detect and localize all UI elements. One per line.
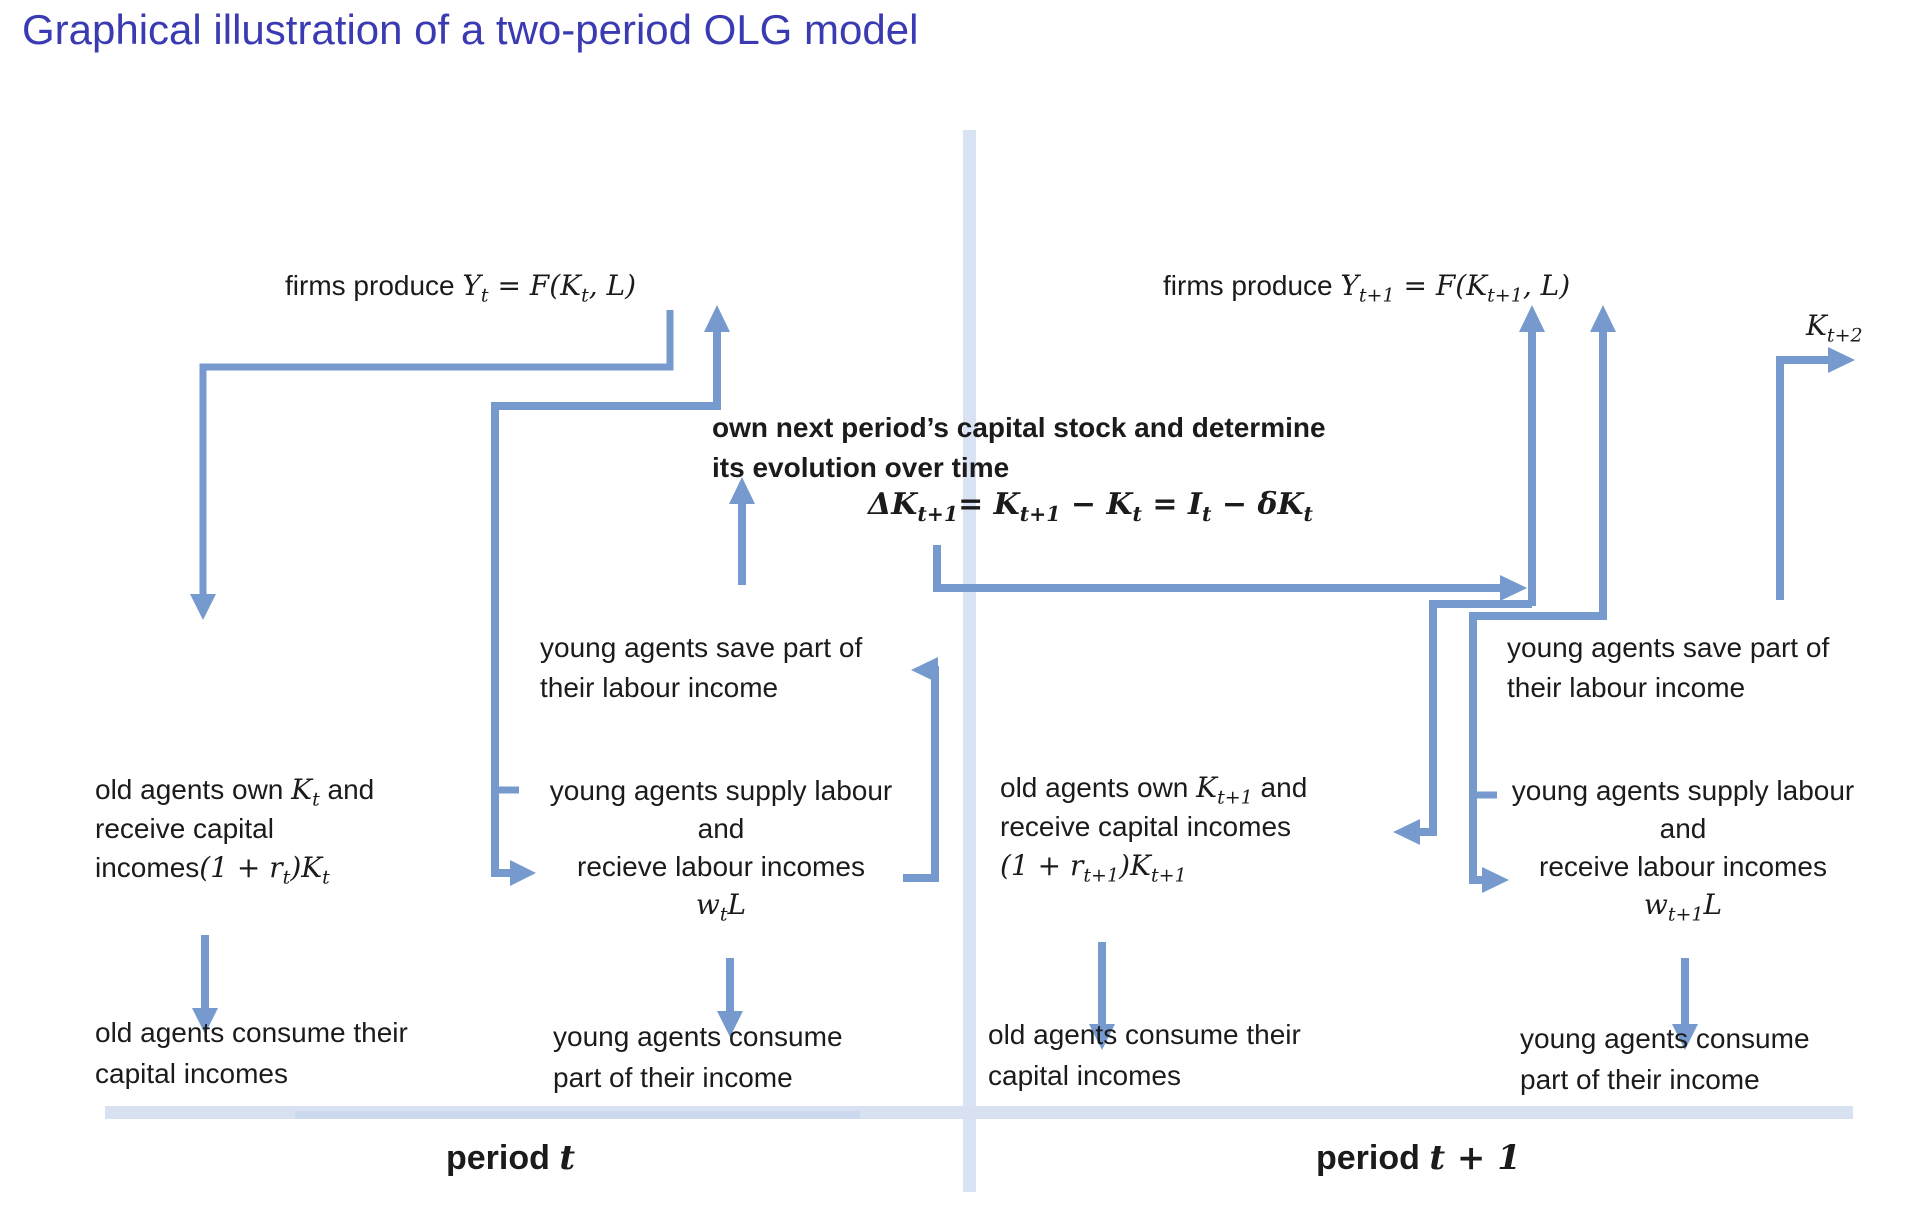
- capital-evolution-equation: ΔKt+1= Kt+1 − Kt = It − δKt: [868, 487, 1313, 526]
- young-supply-t-line3: recieve labour incomes: [577, 851, 865, 882]
- slide-title: Graphical illustration of a two-period O…: [22, 6, 919, 53]
- young-save-t1: young agents save part of their labour i…: [1507, 628, 1829, 708]
- young-supply-t-line4: wtL: [695, 888, 747, 926]
- young-supply-t-line1: young agents supply labour: [549, 775, 893, 806]
- old-agents-own-t1: old agents own Kt+1 and receive capital …: [1000, 768, 1307, 885]
- arrowhead-left-icon: [1393, 819, 1420, 845]
- period-divider-line: [963, 130, 976, 1192]
- k-t2-label: Kt+2: [1806, 309, 1863, 347]
- arrow-old-capital-to-consumption-t: [192, 935, 218, 1034]
- arrowhead-right-icon: [1500, 575, 1527, 601]
- young-supply-t-line2: and: [697, 813, 745, 844]
- young-supply-t1-line3: receive labour incomes: [1539, 851, 1827, 882]
- firms-produce-t: firms produce Yt = F(Kt, L): [285, 269, 637, 307]
- old-agents-own-t1-line3: (1 + rt+1)Kt+1: [1000, 849, 1187, 887]
- old-agents-own-t: old agents own Kt and receive capital in…: [95, 770, 374, 887]
- connector-capital-to-old-agents-t1: [1393, 600, 1532, 845]
- young-save-t1-line2: their labour income: [1507, 672, 1746, 703]
- arrowhead-down-icon: [717, 1011, 743, 1037]
- capital-note-line2: its evolution over time: [712, 452, 1010, 483]
- arrowhead-left-icon: [911, 657, 938, 683]
- arrowhead-down-icon: [1672, 1024, 1698, 1050]
- young-supply-t1: young agents supply labour and receive l…: [1458, 772, 1905, 924]
- arrow-labour-income-to-savings-t: [903, 657, 939, 882]
- young-consume-t-line2: part of their income: [553, 1062, 793, 1093]
- capital-note-line1: own next period’s capital stock and dete…: [712, 412, 1326, 443]
- young-supply-t: young agents supply labour and recieve l…: [496, 772, 946, 924]
- old-agents-own-t-line1: old agents own Kt and: [95, 773, 375, 811]
- arrowhead-up-icon: [1519, 305, 1545, 332]
- old-consume-t1-line1: old agents consume their: [988, 1019, 1301, 1050]
- connector-capital-to-production-t1: [1519, 305, 1545, 606]
- young-consume-t1-line2: part of their income: [1520, 1064, 1760, 1095]
- arrowhead-right-icon: [1482, 867, 1509, 893]
- arrowhead-down-icon: [192, 1008, 218, 1034]
- old-agents-own-t-line3: incomes(1 + rt)Kt: [95, 851, 330, 889]
- arrowhead-right-icon: [1828, 347, 1855, 373]
- arrowhead-right-icon: [510, 860, 536, 886]
- period-t1-axis-label: period t + 1: [1316, 1138, 1521, 1178]
- arrow-savings-to-capital-note: [729, 477, 755, 585]
- young-supply-t1-line2: and: [1659, 813, 1707, 844]
- young-save-t-line2: their labour income: [540, 672, 779, 703]
- young-consume-t-line1: young agents consume: [553, 1021, 843, 1052]
- young-save-t1-line1: young agents save part of: [1507, 632, 1830, 663]
- old-agents-own-t1-line1: old agents own Kt+1 and: [1000, 771, 1308, 809]
- old-consume-t-line1: old agents consume their: [95, 1017, 408, 1048]
- young-consume-t: young agents consume part of their incom…: [553, 1016, 843, 1098]
- old-consume-t1-line2: capital incomes: [988, 1060, 1181, 1091]
- young-save-t: young agents save part of their labour i…: [540, 628, 862, 708]
- arrow-savings-to-k-t2: [1776, 347, 1855, 600]
- arrowhead-down-icon: [190, 594, 216, 620]
- arrow-production-to-old-agents-t: [190, 310, 674, 620]
- young-supply-t1-line1: young agents supply labour: [1511, 775, 1855, 806]
- arrow-wage-to-consumption-t: [717, 958, 743, 1037]
- old-consume-t1: old agents consume their capital incomes: [988, 1014, 1301, 1096]
- arrow-old-capital-to-consumption-t1: [1089, 942, 1115, 1050]
- young-save-t-line1: young agents save part of: [540, 632, 863, 663]
- arrowhead-up-icon: [1590, 305, 1616, 332]
- young-supply-t1-line4: wt+1L: [1643, 888, 1723, 926]
- connector-labour-supply-to-production-t1: [1469, 305, 1616, 893]
- young-consume-t1: young agents consume part of their incom…: [1520, 1018, 1810, 1100]
- young-consume-t1-line1: young agents consume: [1520, 1023, 1810, 1054]
- old-agents-own-t1-line2: receive capital incomes: [1000, 811, 1292, 842]
- firms-produce-t1: firms produce Yt+1 = F(Kt+1, L): [1163, 269, 1571, 307]
- arrowhead-up-icon: [704, 305, 730, 332]
- connector-labour-supply-to-production-t: [491, 305, 730, 886]
- arrow-wage-to-consumption-t1: [1672, 958, 1698, 1050]
- period-t-axis-label: period t: [446, 1138, 576, 1178]
- old-agents-own-t-line2: receive capital: [95, 813, 274, 844]
- baseline-band-shade: [295, 1111, 860, 1119]
- arrowhead-down-icon: [1089, 1024, 1115, 1050]
- old-consume-t: old agents consume their capital incomes: [95, 1012, 408, 1094]
- old-consume-t-line2: capital incomes: [95, 1058, 288, 1089]
- arrow-capital-evolution-to-next-period: [933, 545, 1527, 601]
- arrowhead-up-icon: [729, 477, 755, 504]
